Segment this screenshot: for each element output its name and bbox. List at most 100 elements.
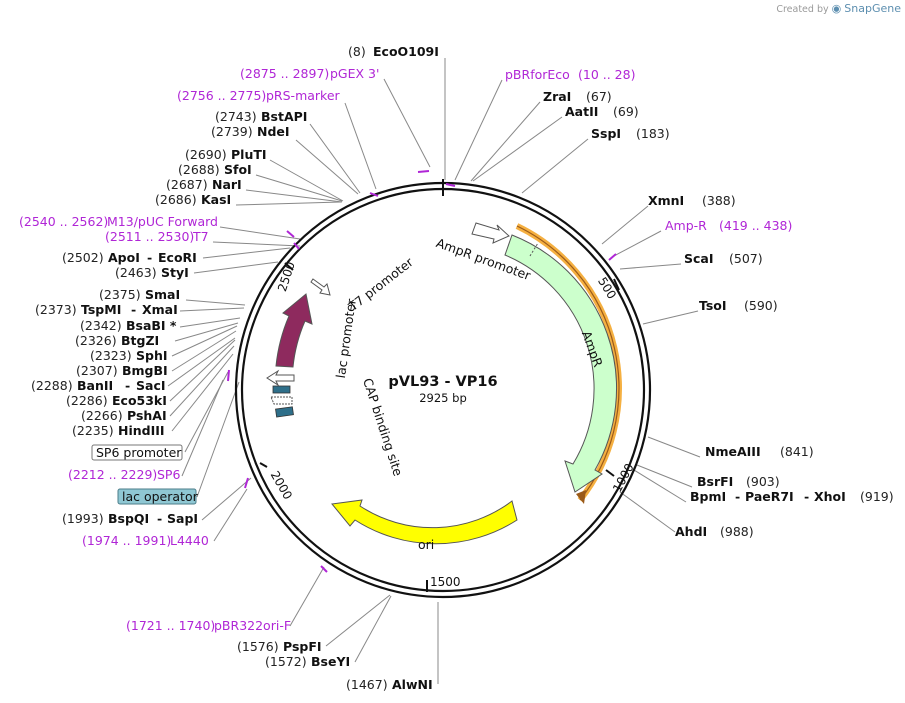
svg-text:-: - bbox=[804, 489, 809, 504]
site-bsabi[interactable]: BsaBI * bbox=[126, 318, 177, 333]
right-labels: (8) EcoO109I pBRforEco (10 .. 28) ZraI (… bbox=[348, 44, 894, 539]
pos-kasi: (2686) bbox=[155, 192, 197, 207]
site-sfoi[interactable]: SfoI bbox=[224, 162, 252, 177]
pos-tsoi: (590) bbox=[744, 298, 778, 313]
site-pshai[interactable]: PshAI bbox=[127, 408, 167, 423]
site-btgzi[interactable]: BtgZI bbox=[121, 333, 159, 348]
pos-alwni: (1467) bbox=[346, 677, 388, 692]
credit-brand: SnapGene bbox=[844, 2, 901, 15]
pos-ecoo109i: (8) bbox=[348, 44, 366, 59]
site-banii[interactable]: BanII bbox=[77, 378, 113, 393]
pos-tspmi: (2373) bbox=[35, 302, 77, 317]
svg-text:-: - bbox=[131, 302, 136, 317]
site-nmeaiii[interactable]: NmeAIII bbox=[705, 444, 761, 459]
site-scai[interactable]: ScaI bbox=[684, 251, 714, 266]
sp6-promoter-label[interactable]: SP6 promoter bbox=[96, 445, 182, 460]
leader-lines bbox=[167, 58, 701, 684]
site-nari[interactable]: NarI bbox=[212, 177, 242, 192]
left-labels: (2875 .. 2897) pGEX 3' (2756 .. 2775) pR… bbox=[19, 66, 433, 692]
plasmid-name: pVL93 - VP16 bbox=[388, 374, 497, 390]
primer-pbr322ori-f[interactable]: pBR322ori-F bbox=[214, 618, 291, 633]
site-xhoi[interactable]: XhoI bbox=[814, 489, 846, 504]
pos-zrai: (67) bbox=[586, 89, 612, 104]
tick-marks bbox=[259, 262, 620, 592]
pos-sphi: (2323) bbox=[90, 348, 132, 363]
primer-pgex3[interactable]: pGEX 3' bbox=[330, 66, 379, 81]
cap-binding-site-box bbox=[272, 385, 291, 394]
pos-ndei: (2739) bbox=[211, 124, 253, 139]
primer-l4440[interactable]: L4440 bbox=[170, 533, 209, 548]
primer-site-marks bbox=[227, 170, 617, 573]
range-pgex3: (2875 .. 2897) bbox=[240, 66, 329, 81]
sp6-promoter-box bbox=[91, 444, 183, 461]
pos-styi: (2463) bbox=[115, 265, 157, 280]
site-xmai[interactable]: XmaI bbox=[142, 302, 178, 317]
snapgene-logo-icon: ◉ bbox=[831, 2, 842, 15]
site-pspfi[interactable]: PspFI bbox=[283, 639, 322, 654]
svg-text:-: - bbox=[125, 378, 130, 393]
pos-xhoi: (919) bbox=[860, 489, 894, 504]
ampr-boundary-mark bbox=[529, 242, 539, 257]
pos-apoi: (2502) bbox=[62, 250, 104, 265]
site-saci[interactable]: SacI bbox=[136, 378, 166, 393]
site-bseyi[interactable]: BseYI bbox=[311, 654, 350, 669]
pos-bspqi: (1993) bbox=[62, 511, 104, 526]
ampr-promoter-arrow bbox=[471, 222, 510, 244]
site-bsrfi[interactable]: BsrFI bbox=[697, 474, 733, 489]
range-sp6: (2212 .. 2229) bbox=[68, 467, 157, 482]
svg-text:-: - bbox=[157, 511, 162, 526]
ori-label: ori bbox=[418, 537, 434, 552]
site-zrai[interactable]: ZraI bbox=[543, 89, 571, 104]
site-bspqi[interactable]: BspQI bbox=[108, 511, 149, 526]
primer-m13-puc-forward[interactable]: M13/pUC Forward bbox=[107, 214, 218, 229]
site-kasi[interactable]: KasI bbox=[201, 192, 231, 207]
site-bmgbi[interactable]: BmgBI bbox=[122, 363, 168, 378]
site-smai[interactable]: SmaI bbox=[145, 287, 180, 302]
site-alwni[interactable]: AlwNI bbox=[392, 677, 433, 692]
range-pbrforeco: (10 .. 28) bbox=[578, 67, 635, 82]
range-t7: (2511 .. 2530) bbox=[105, 229, 194, 244]
site-pluti[interactable]: PluTI bbox=[231, 147, 267, 162]
site-styi[interactable]: StyI bbox=[161, 265, 189, 280]
primer-pbrforeco[interactable]: pBRforEco bbox=[505, 67, 570, 82]
svg-text:-: - bbox=[147, 250, 152, 265]
site-eco53ki[interactable]: Eco53kI bbox=[112, 393, 167, 408]
site-xmni[interactable]: XmnI bbox=[648, 193, 684, 208]
lac-operator-label[interactable]: lac operator bbox=[122, 489, 199, 504]
primer-prs-marker[interactable]: pRS-marker bbox=[266, 88, 341, 103]
lac-promoter-label: lac promoter bbox=[333, 297, 359, 379]
pos-pspfi: (1576) bbox=[237, 639, 279, 654]
ampr-feature-arrow bbox=[504, 234, 618, 493]
cap-binding-site-label: CAP binding site bbox=[360, 376, 406, 478]
site-bpmi[interactable]: BpmI bbox=[690, 489, 726, 504]
site-tsoi[interactable]: TsoI bbox=[699, 298, 727, 313]
pos-smai: (2375) bbox=[99, 287, 141, 302]
site-ecori[interactable]: EcoRI bbox=[158, 250, 197, 265]
range-prs-marker: (2756 .. 2775) bbox=[177, 88, 266, 103]
site-ahdi[interactable]: AhdI bbox=[675, 524, 707, 539]
primer-amp-r[interactable]: Amp-R bbox=[665, 218, 707, 233]
site-tspmi[interactable]: TspMI bbox=[81, 302, 121, 317]
site-sphi[interactable]: SphI bbox=[136, 348, 168, 363]
site-sapi[interactable]: SapI bbox=[167, 511, 198, 526]
site-ecoo109i[interactable]: EcoO109I bbox=[373, 44, 439, 59]
tick-label-1500: 1500 bbox=[430, 575, 461, 589]
site-sspi[interactable]: SspI bbox=[591, 126, 621, 141]
site-aatii[interactable]: AatII bbox=[565, 104, 598, 119]
primer-sp6[interactable]: SP6 bbox=[157, 467, 180, 482]
pos-bstapi: (2743) bbox=[215, 109, 257, 124]
pos-bmgbi: (2307) bbox=[76, 363, 118, 378]
pos-xmni: (388) bbox=[702, 193, 736, 208]
primer-t7[interactable]: T7 bbox=[192, 229, 209, 244]
pos-nari: (2687) bbox=[166, 177, 208, 192]
lac-promoter-arrow bbox=[266, 369, 295, 387]
svg-text:-: - bbox=[735, 489, 740, 504]
site-paer7i[interactable]: PaeR7I bbox=[745, 489, 794, 504]
site-ndei[interactable]: NdeI bbox=[257, 124, 290, 139]
site-bstapi[interactable]: BstAPI bbox=[261, 109, 307, 124]
site-hindiii[interactable]: HindIII bbox=[118, 423, 165, 438]
vp16-ad-arrow bbox=[275, 293, 313, 368]
range-l4440: (1974 .. 1991) bbox=[82, 533, 171, 548]
site-apoi[interactable]: ApoI bbox=[108, 250, 140, 265]
